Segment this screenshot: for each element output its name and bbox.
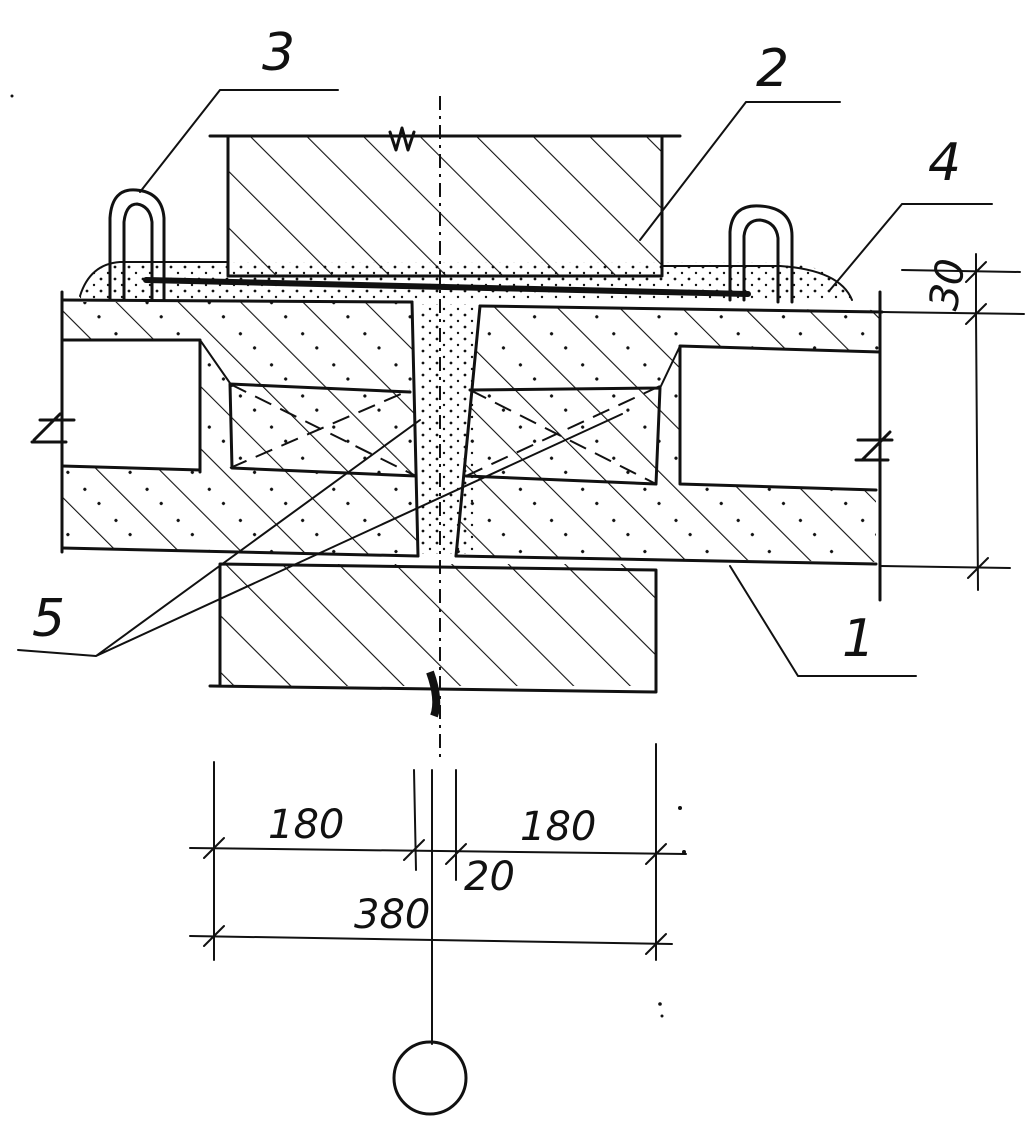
right-width-label: 180 (520, 804, 596, 850)
anchor-rod (143, 277, 751, 297)
callout-4: 4 (928, 133, 961, 193)
insulation-inserts (199, 339, 681, 486)
vertical-dimension (879, 253, 1025, 591)
leader-lines (17, 89, 993, 677)
lower-wall-block (208, 562, 658, 718)
callout-5: 5 (32, 589, 65, 649)
stray-dots (10, 94, 686, 1018)
lifting-loops (108, 188, 794, 304)
callout-3: 3 (262, 23, 295, 83)
axis-marker-circle (392, 1040, 468, 1116)
callout-2: 2 (756, 39, 789, 99)
layer-thickness-label: 30 (921, 255, 975, 313)
break-mark-icon (388, 126, 416, 152)
break-mark-icon (426, 670, 441, 718)
break-mark-icon (854, 430, 894, 462)
horizontal-dimensions (189, 743, 687, 1041)
total-width-label: 380 (354, 892, 430, 938)
callout-1: 1 (842, 609, 875, 669)
left-width-label: 180 (268, 802, 344, 848)
break-mark-icon (30, 412, 76, 444)
floor-slab (30, 290, 894, 602)
gap-width-label: 20 (464, 854, 515, 900)
upper-wall-block (208, 126, 682, 278)
joint-fill (418, 304, 474, 554)
